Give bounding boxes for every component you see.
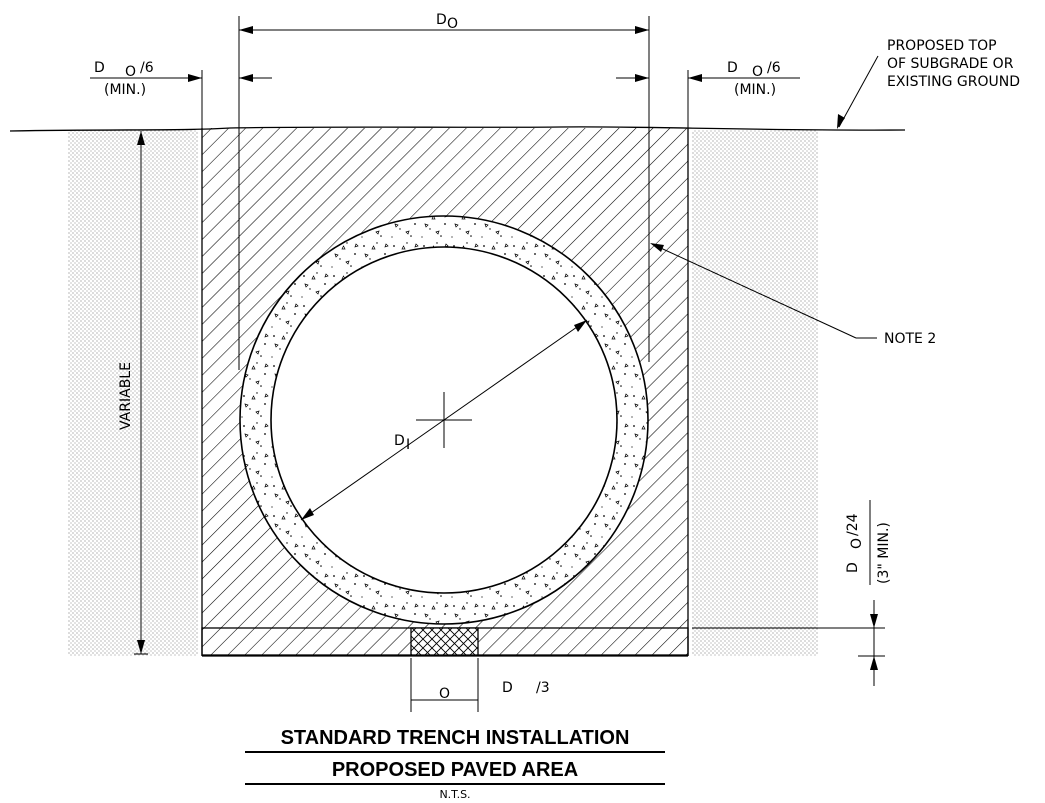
side-clearance-left-sub: O xyxy=(125,64,136,80)
bedding-depth-sub: O xyxy=(849,538,865,549)
variable-label: VARIABLE xyxy=(118,362,134,430)
soil-left-zone xyxy=(68,130,198,656)
do-label: D xyxy=(436,12,447,28)
center-width-ratio: /3 xyxy=(536,680,550,696)
ground-note-leader xyxy=(838,55,879,128)
inner-diameter-sub: I xyxy=(406,437,410,453)
title-line-2: PROPOSED PAVED AREA xyxy=(332,759,578,781)
bedding-depth-min: (3" MIN.) xyxy=(876,522,892,584)
bedding-depth-label: D xyxy=(845,562,861,573)
note-2-label: NOTE 2 xyxy=(884,331,936,347)
ground-note-line-3: EXISTING GROUND xyxy=(887,74,1020,90)
ground-note-line-1: PROPOSED TOP xyxy=(887,38,997,54)
center-width-sub: O xyxy=(439,686,450,702)
soil-right-zone xyxy=(692,130,818,656)
do-label-sub: O xyxy=(447,16,458,32)
center-width-label: D xyxy=(502,680,513,696)
scale-note: N.T.S. xyxy=(439,788,470,801)
side-clearance-right-ratio: /6 xyxy=(767,60,781,76)
ground-note-line-2: OF SUBGRADE OR xyxy=(887,56,1014,72)
title-line-1: STANDARD TRENCH INSTALLATION xyxy=(281,727,630,749)
side-clearance-left-min: (MIN.) xyxy=(104,82,146,98)
side-clearance-right-label: D xyxy=(727,60,738,76)
side-clearance-left-label: D xyxy=(94,60,105,76)
ground-line xyxy=(9,126,906,132)
side-clearance-right-sub: O xyxy=(752,64,763,80)
side-clearance-right-min: (MIN.) xyxy=(734,82,776,98)
note-2-leader xyxy=(651,243,857,339)
side-clearance-left-ratio: /6 xyxy=(140,60,154,76)
bedding-depth-ratio: /24 xyxy=(845,513,861,536)
inner-diameter-label: D xyxy=(394,433,405,449)
inner-diameter-line xyxy=(300,319,588,521)
